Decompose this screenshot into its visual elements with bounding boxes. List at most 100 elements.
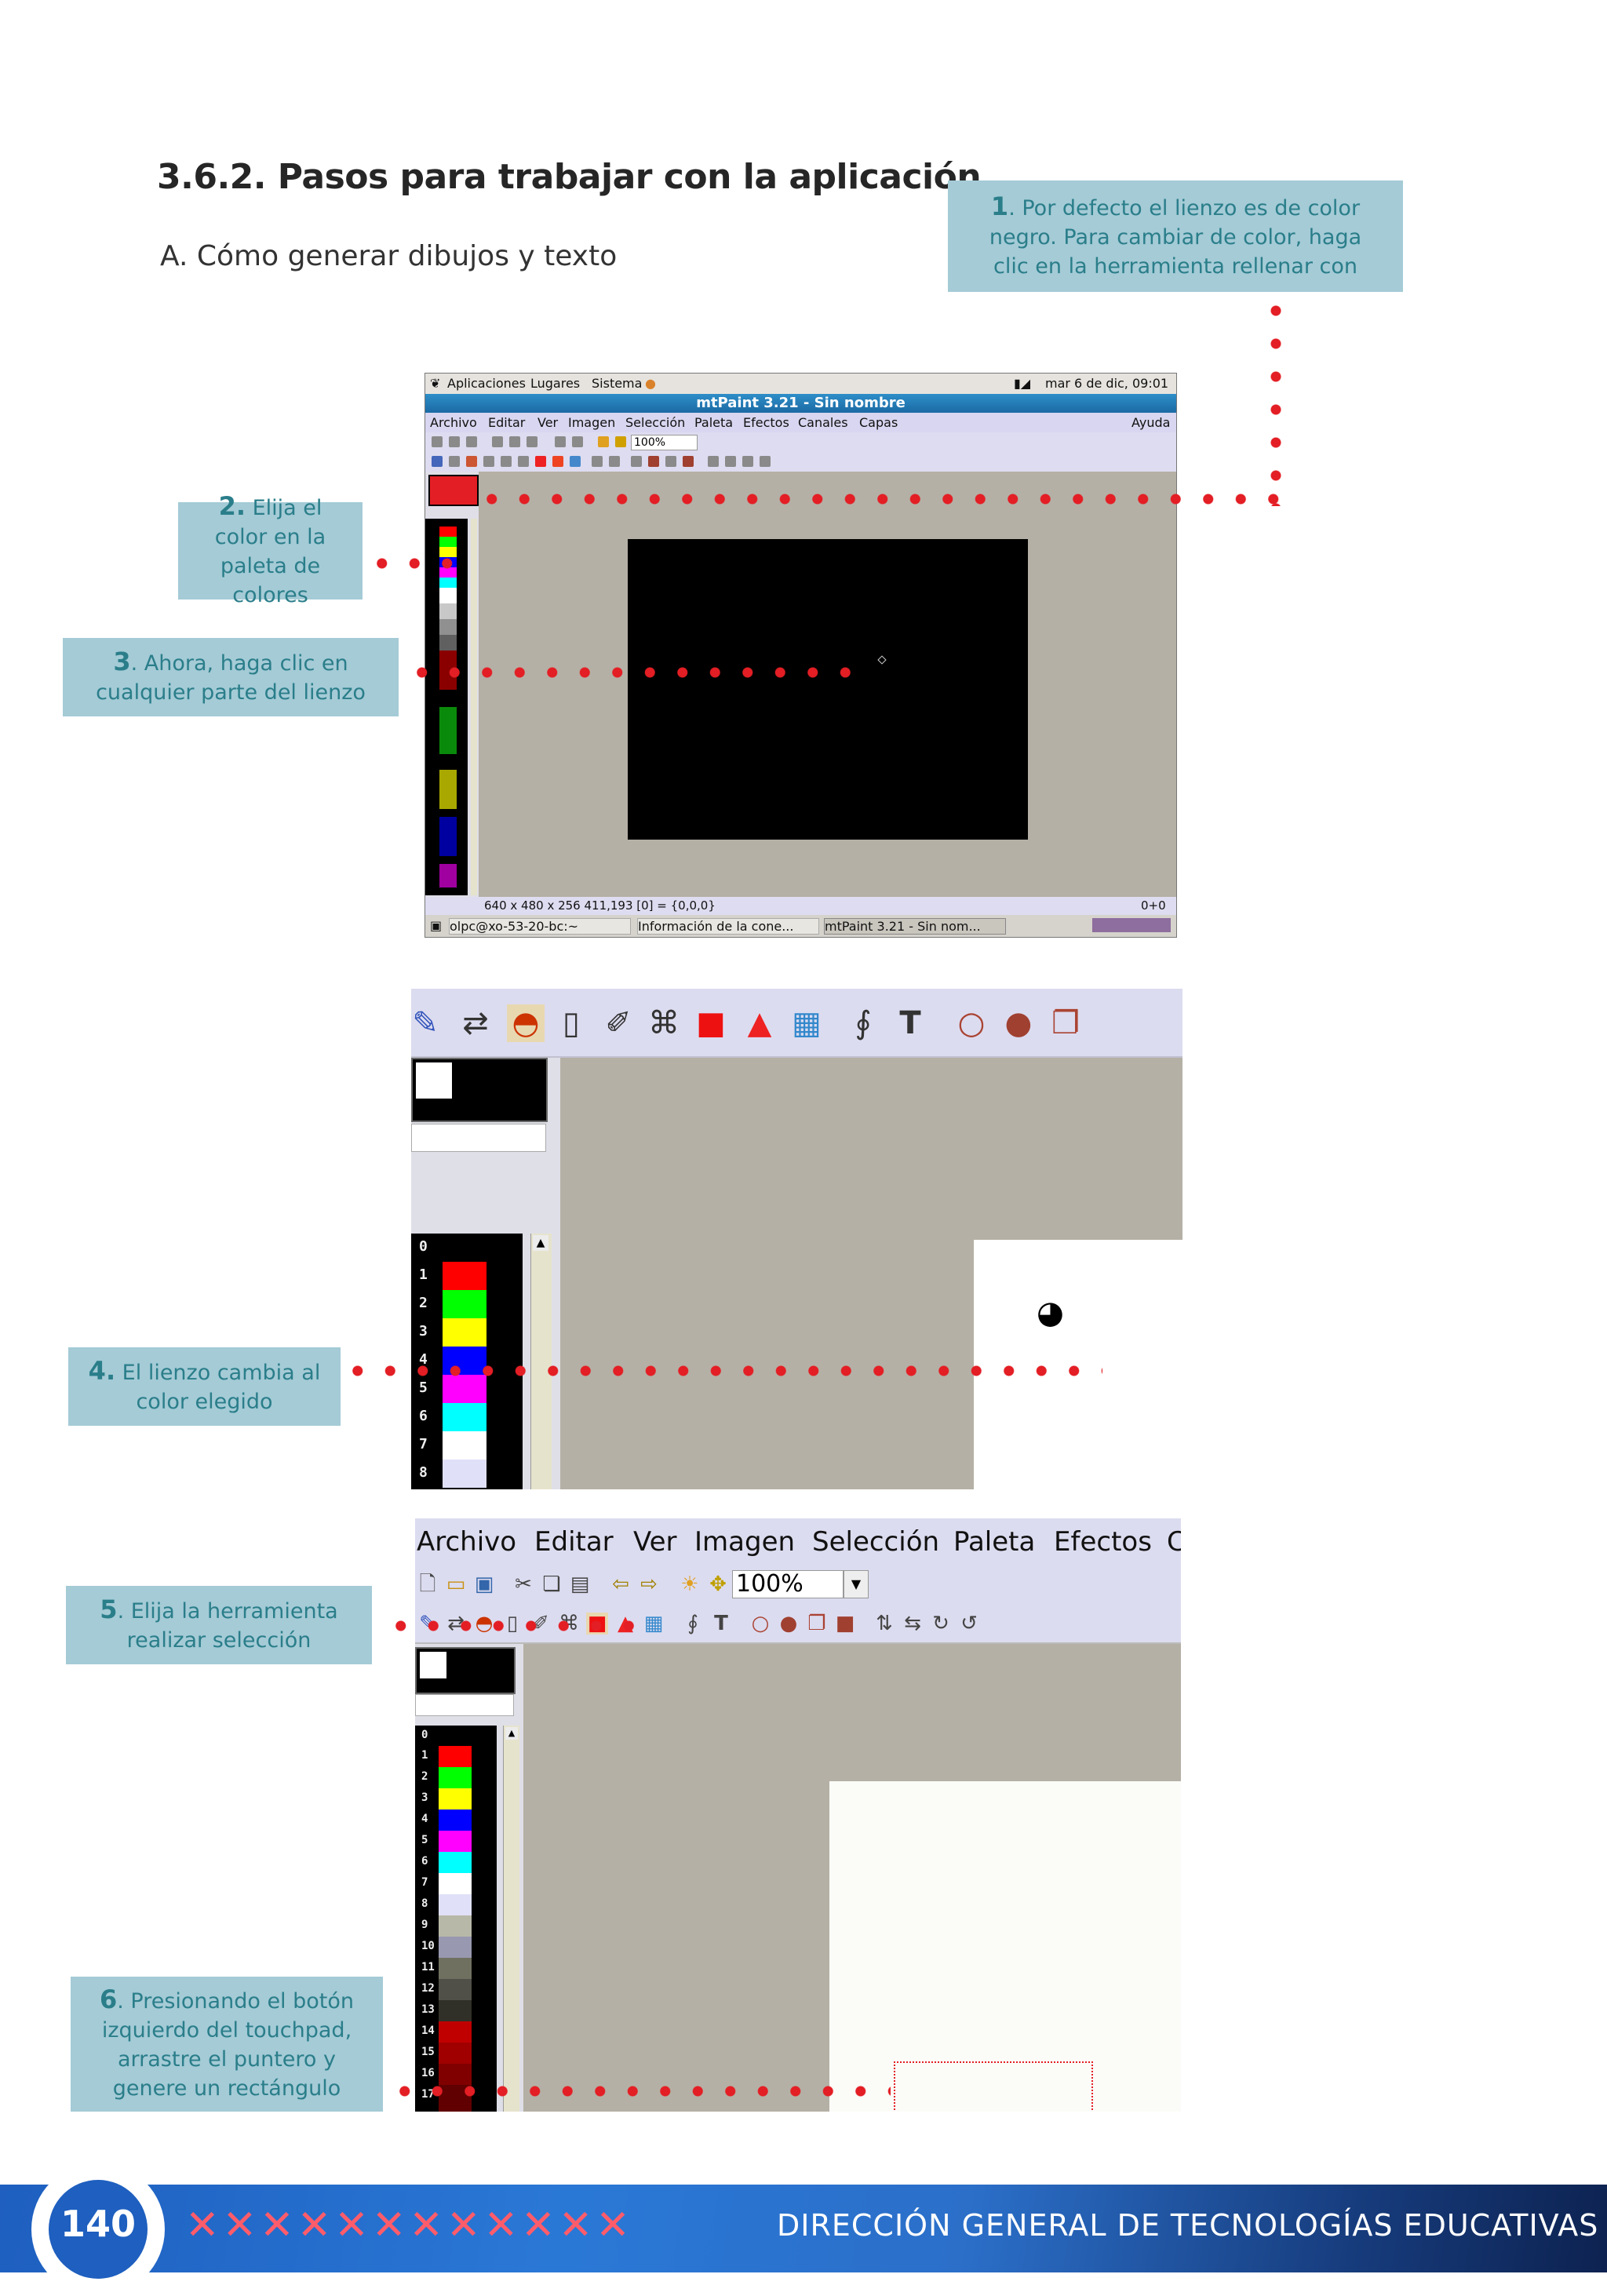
palette-color[interactable]: [439, 1788, 472, 1809]
menu-editar[interactable]: Editar: [488, 415, 526, 430]
open-icon[interactable]: ▭: [446, 1573, 466, 1596]
shuffle-icon[interactable]: ⇄: [462, 1005, 489, 1041]
cut-icon[interactable]: [492, 436, 503, 447]
canvas[interactable]: [628, 539, 1028, 840]
menu-sistema[interactable]: Sistema: [592, 376, 643, 391]
gradient-icon[interactable]: ▦: [643, 1612, 664, 1635]
show-desktop-icon[interactable]: ▣: [430, 918, 443, 933]
palette-color[interactable]: [439, 2064, 472, 2085]
menu-paleta[interactable]: Paleta: [694, 415, 734, 430]
clone-icon[interactable]: ⌘: [648, 1005, 680, 1041]
line-icon[interactable]: ▯: [562, 1005, 580, 1041]
menu-archivo[interactable]: Archivo: [417, 1526, 517, 1558]
menu-efectos[interactable]: Efectos: [743, 415, 789, 430]
palette-color[interactable]: [439, 1767, 472, 1788]
rect-outline-icon[interactable]: ❐: [807, 1612, 826, 1635]
taskbar-mtpaint[interactable]: mtPaint 3.21 - Sin nom...: [824, 918, 1006, 935]
palette-color[interactable]: [439, 635, 457, 651]
mirror-icon[interactable]: [725, 456, 736, 467]
select-rectangle-icon[interactable]: ■: [696, 1005, 726, 1041]
menu-seleccion[interactable]: Selección: [625, 415, 686, 430]
brightness-icon[interactable]: [598, 436, 609, 447]
rotate-icon[interactable]: [742, 456, 753, 467]
cut-icon[interactable]: ✂: [515, 1573, 532, 1596]
color-swatch-selected[interactable]: [428, 475, 479, 506]
flood-fill-icon[interactable]: ◓: [507, 1004, 545, 1042]
palette-color[interactable]: [439, 578, 457, 588]
palette-color[interactable]: [439, 1979, 472, 2000]
mirror-icon[interactable]: ⇆: [904, 1612, 921, 1635]
palette-color[interactable]: [439, 2043, 472, 2064]
palette-color[interactable]: [439, 567, 457, 578]
menu-archivo[interactable]: Archivo: [430, 415, 477, 430]
primary-color[interactable]: [420, 1652, 446, 1678]
ellipse-outline-icon[interactable]: ○: [957, 1005, 986, 1041]
new-icon[interactable]: [432, 436, 443, 447]
copy-icon[interactable]: [509, 436, 520, 447]
palette-strip[interactable]: 0 1 2 3 4 5 6 7 8 9 10 11 12 13 14 15 16…: [415, 1726, 497, 2112]
color-swatch-selected[interactable]: [411, 1058, 548, 1122]
palette-color[interactable]: [439, 619, 457, 635]
canvas-white[interactable]: ◕: [974, 1240, 1182, 1489]
paint-icon[interactable]: ✎: [412, 1005, 439, 1041]
palette-color[interactable]: [443, 1431, 486, 1460]
text-icon[interactable]: T: [714, 1612, 728, 1635]
workspace-switcher[interactable]: [1092, 918, 1171, 932]
pan-icon[interactable]: ✥: [709, 1573, 727, 1596]
clone-icon[interactable]: [518, 456, 529, 467]
zoom-select[interactable]: 100%: [732, 1570, 844, 1598]
menu-aplicaciones[interactable]: Aplicaciones: [447, 376, 526, 391]
rect-filled-icon[interactable]: [683, 456, 694, 467]
taskbar-network-info[interactable]: Información de la cone...: [637, 918, 819, 935]
rotate-2-icon[interactable]: ↺: [960, 1612, 978, 1635]
palette-color[interactable]: [439, 1852, 472, 1873]
foot-icon[interactable]: ❦: [430, 376, 441, 391]
menu-lugares[interactable]: Lugares: [530, 376, 581, 391]
rect-outline-icon[interactable]: ❐: [1051, 1005, 1080, 1041]
palette-color[interactable]: [439, 770, 457, 809]
menu-ver[interactable]: Ver: [537, 415, 559, 430]
palette-scrollbar[interactable]: ▲: [503, 1726, 519, 2112]
palette-strip[interactable]: [425, 519, 468, 895]
palette-color[interactable]: [443, 1290, 486, 1318]
palette-color[interactable]: [439, 1937, 472, 1958]
paste-icon[interactable]: ▤: [570, 1573, 590, 1596]
select-rectangle-icon[interactable]: [535, 456, 546, 467]
save-icon[interactable]: [466, 436, 477, 447]
taskbar-terminal[interactable]: olpc@xo-53-20-bc:~: [449, 918, 631, 935]
line-icon[interactable]: [483, 456, 494, 467]
palette-color[interactable]: [439, 2000, 472, 2021]
text-icon[interactable]: [609, 456, 620, 467]
copy-icon[interactable]: ❏: [542, 1573, 561, 1596]
gradient-icon[interactable]: [570, 456, 581, 467]
lasso-icon[interactable]: ∮: [855, 1005, 872, 1041]
save-icon[interactable]: ▣: [474, 1573, 494, 1596]
paste-icon[interactable]: [527, 436, 537, 447]
color-swatch-selected[interactable]: [415, 1647, 516, 1694]
palette-color[interactable]: [439, 2021, 472, 2043]
palette-strip[interactable]: 0 1 2 3 4 5 6 7 8: [411, 1234, 523, 1489]
zoom-select[interactable]: 100%: [631, 435, 698, 450]
palette-color[interactable]: [439, 817, 457, 856]
undo-icon[interactable]: [555, 436, 566, 447]
menu-imagen[interactable]: Imagen: [568, 415, 616, 430]
ellipse-outline-icon[interactable]: ○: [751, 1612, 770, 1635]
lasso-icon[interactable]: [592, 456, 603, 467]
selection-rectangle[interactable]: [894, 2061, 1093, 2112]
ellipse-filled-icon[interactable]: ●: [779, 1612, 798, 1635]
menu-ver[interactable]: Ver: [633, 1526, 677, 1558]
firefox-icon[interactable]: ●: [645, 376, 656, 391]
palette-color[interactable]: [439, 537, 457, 547]
palette-color[interactable]: [439, 1958, 472, 1979]
primary-color[interactable]: [416, 1062, 452, 1099]
opacity-field[interactable]: [411, 1124, 546, 1152]
menu-efectos[interactable]: Efectos: [1054, 1526, 1152, 1558]
menu-ayuda[interactable]: Ayuda: [1131, 415, 1171, 430]
network-icon[interactable]: ▮◢: [1014, 376, 1031, 391]
menu-seleccion[interactable]: Selección: [812, 1526, 940, 1558]
menu-imagen[interactable]: Imagen: [694, 1526, 796, 1558]
ellipse-filled-icon[interactable]: [648, 456, 659, 467]
clock[interactable]: mar 6 de dic, 09:01: [1045, 376, 1169, 391]
palette-color[interactable]: [443, 1375, 486, 1403]
palette-color[interactable]: [439, 603, 457, 619]
